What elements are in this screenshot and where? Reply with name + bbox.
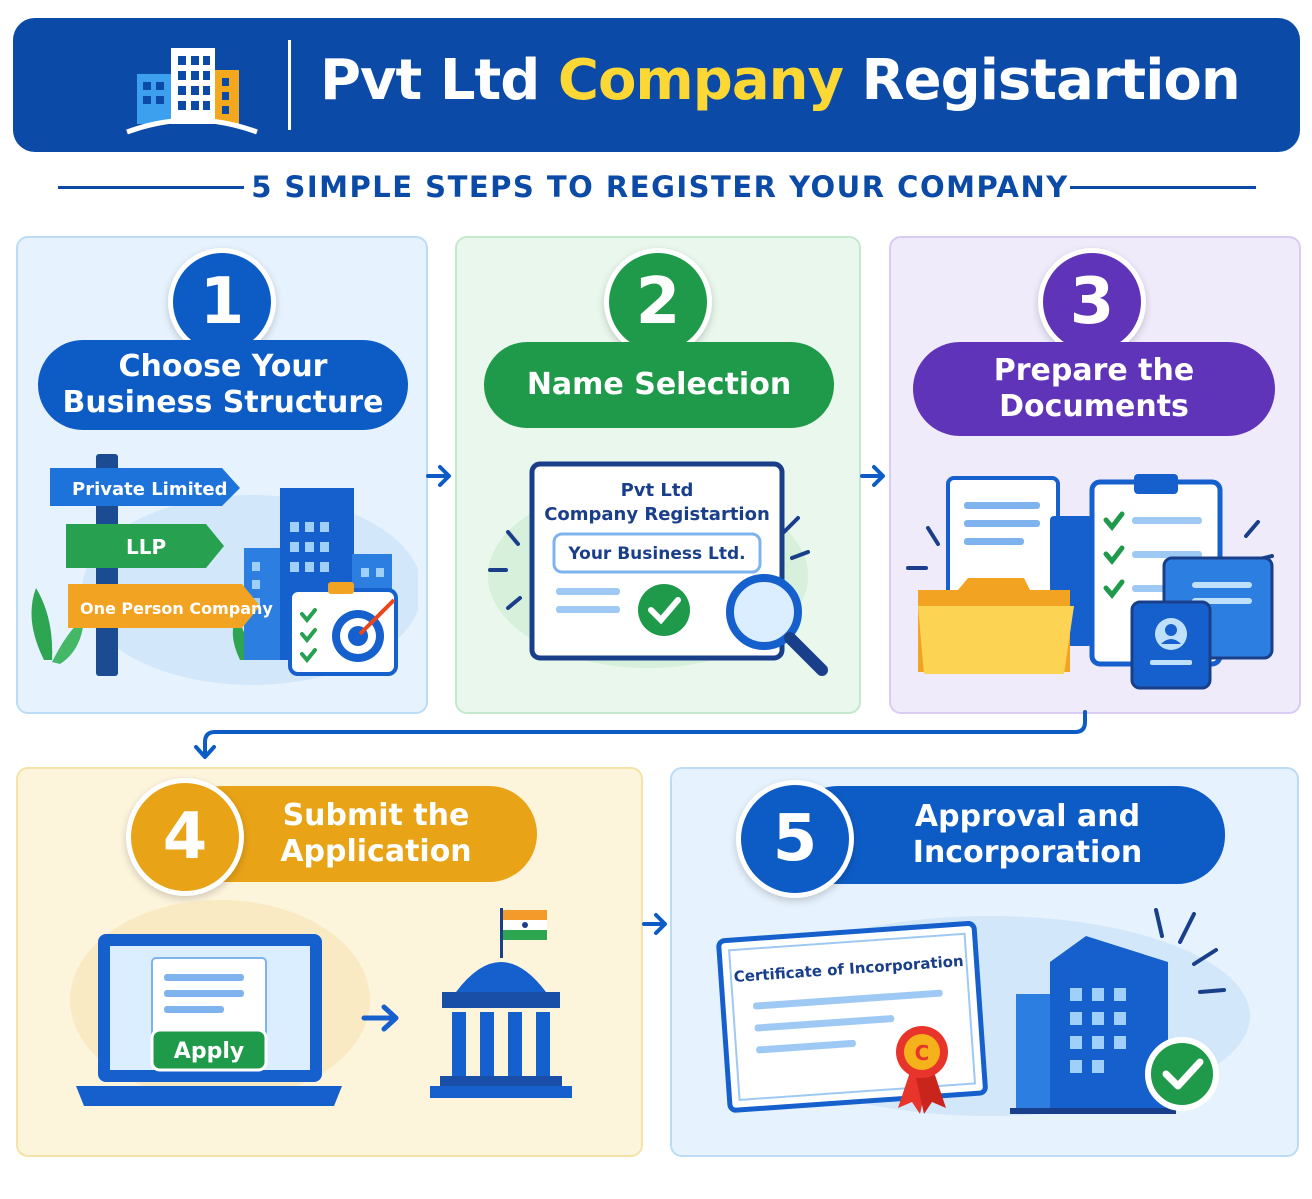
subtitle-rule-right <box>1070 186 1256 189</box>
id-card-icon <box>1130 556 1274 690</box>
signpost-icon <box>50 454 260 676</box>
sign-llp: LLP <box>126 535 166 559</box>
step-1-illustration: Private Limited LLP One Person Company <box>31 454 418 685</box>
name-field: Your Business Ltd. <box>567 544 745 564</box>
check-circle-icon <box>1145 1037 1219 1111</box>
magnifier-icon <box>726 574 828 676</box>
step-5-number: 5 <box>736 780 854 898</box>
certificate-icon: Certificate of Incorporation <box>716 921 988 1113</box>
checklist-target-icon <box>288 582 398 676</box>
laptop-icon <box>76 934 342 1106</box>
step-5-illustration: Certificate of Incorporation C <box>716 908 1250 1116</box>
page-title: Pvt Ltd Company Registartion <box>320 48 1241 113</box>
office-building-icon <box>1010 936 1176 1114</box>
buildings-icon <box>126 48 258 135</box>
step-2-illustration: Pvt Ltd Company Registartion Your Busine… <box>488 461 828 676</box>
subtitle-rule-left <box>58 186 244 189</box>
check-circle-icon <box>638 584 690 636</box>
plant-icon <box>31 588 247 664</box>
step-2-title: Name Selection <box>484 342 834 428</box>
folder-icon <box>918 578 1074 674</box>
seal-letter: C <box>915 1041 930 1065</box>
government-building-icon <box>430 962 572 1098</box>
sign-private-limited: Private Limited <box>72 479 227 500</box>
step-2-number: 2 <box>604 248 712 356</box>
step-1-number: 1 <box>168 248 276 356</box>
india-flag-icon <box>500 908 547 958</box>
arrow-right-icon <box>361 1004 399 1032</box>
step-3-illustration <box>906 474 1274 690</box>
step-4-illustration: Apply <box>70 900 572 1106</box>
subtitle: 5 SIMPLE STEPS TO REGISTER YOUR COMPANY <box>251 170 1069 204</box>
seal-ribbon-icon <box>896 1026 948 1114</box>
step-3-number: 3 <box>1038 248 1146 356</box>
sign-one-person-company: One Person Company <box>80 599 273 618</box>
apply-button[interactable] <box>150 1028 268 1072</box>
apply-button-label: Apply <box>174 1039 244 1064</box>
doc-line-1: Pvt Ltd <box>621 480 694 501</box>
arrow-down-connector <box>203 710 1087 757</box>
title-separator <box>288 40 291 130</box>
doc-line-2: Company Registartion <box>544 504 770 525</box>
step-4-number: 4 <box>126 778 244 896</box>
